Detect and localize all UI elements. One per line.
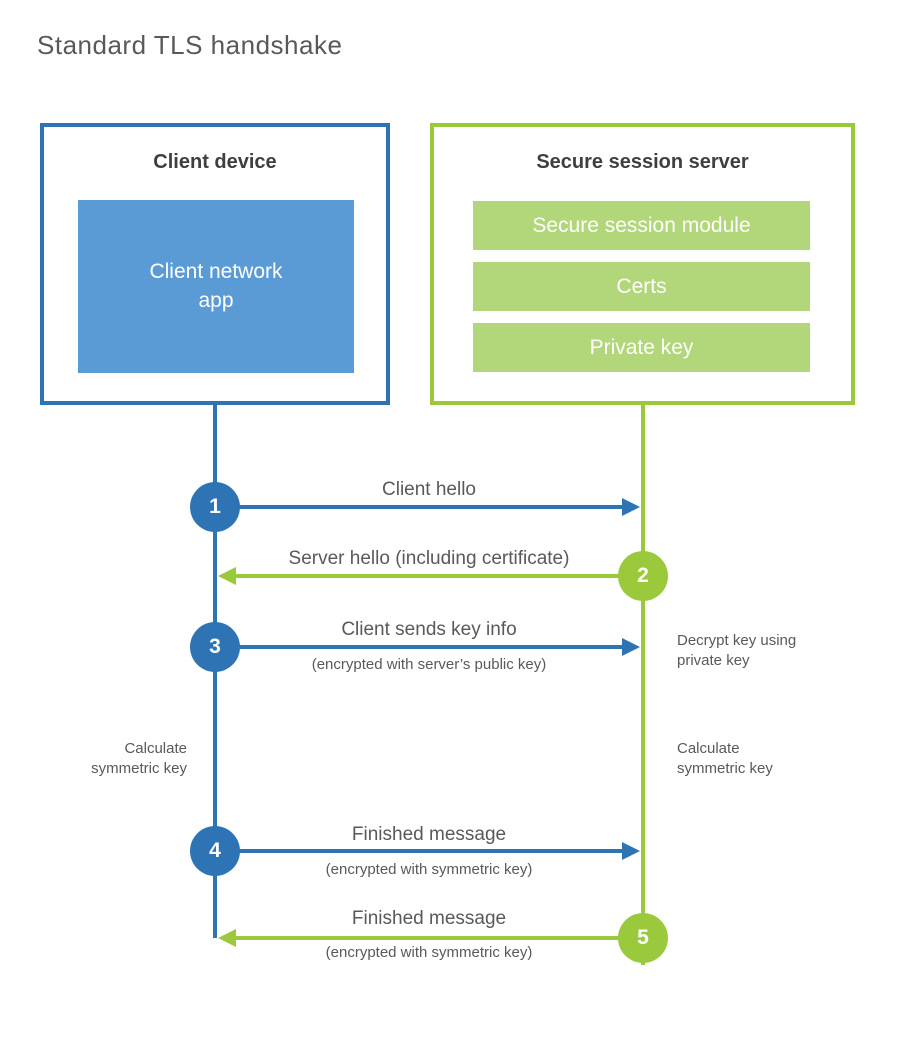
message-sub-finished-server: (encrypted with symmetric key)	[325, 944, 533, 961]
arrow-server-hello	[236, 574, 643, 578]
secure-session-server-box: Secure session server Secure session mod…	[430, 123, 855, 405]
arrowhead-left-icon	[218, 929, 236, 947]
note-calculate-symmetric-key-right: Calculate symmetric key	[677, 740, 773, 777]
arrowhead-right-icon	[622, 498, 640, 516]
message-label-client-key-info: Client sends key info	[341, 619, 517, 640]
server-lifeline	[641, 405, 645, 965]
client-network-app-block: Client network app	[78, 200, 354, 373]
arrow-finished-server	[236, 936, 643, 940]
message-label-finished-client: Finished message	[351, 824, 507, 845]
step-circle-4: 4	[190, 826, 240, 876]
secure-session-server-title: Secure session server	[536, 151, 749, 173]
message-label-client-hello: Client hello	[382, 479, 476, 500]
server-module-secure-session-module: Secure session module	[473, 201, 810, 250]
arrow-client-key-info	[215, 645, 622, 649]
step-circle-3: 3	[190, 622, 240, 672]
message-label-finished-server: Finished message	[351, 908, 507, 929]
note-decrypt-key: Decrypt key using private key	[677, 632, 797, 669]
server-module-private-key: Private key	[473, 323, 810, 372]
message-sub-finished-client: (encrypted with symmetric key)	[325, 861, 533, 878]
step-circle-5: 5	[618, 913, 668, 963]
arrowhead-right-icon	[622, 638, 640, 656]
note-calculate-symmetric-key-left: Calculate symmetric key	[91, 740, 187, 777]
page-title: Standard TLS handshake	[37, 30, 343, 60]
arrowhead-left-icon	[218, 567, 236, 585]
message-sub-client-key-info: (encrypted with server’s public key)	[311, 656, 547, 673]
arrowhead-right-icon	[622, 842, 640, 860]
message-label-server-hello: Server hello (including certificate)	[288, 548, 570, 569]
step-circle-1: 1	[190, 482, 240, 532]
arrow-client-hello	[215, 505, 622, 509]
server-module-certs: Certs	[473, 262, 810, 311]
step-circle-2: 2	[618, 551, 668, 601]
client-device-box: Client device Client network app	[40, 123, 390, 405]
client-device-title: Client device	[153, 151, 277, 173]
arrow-finished-client	[215, 849, 622, 853]
